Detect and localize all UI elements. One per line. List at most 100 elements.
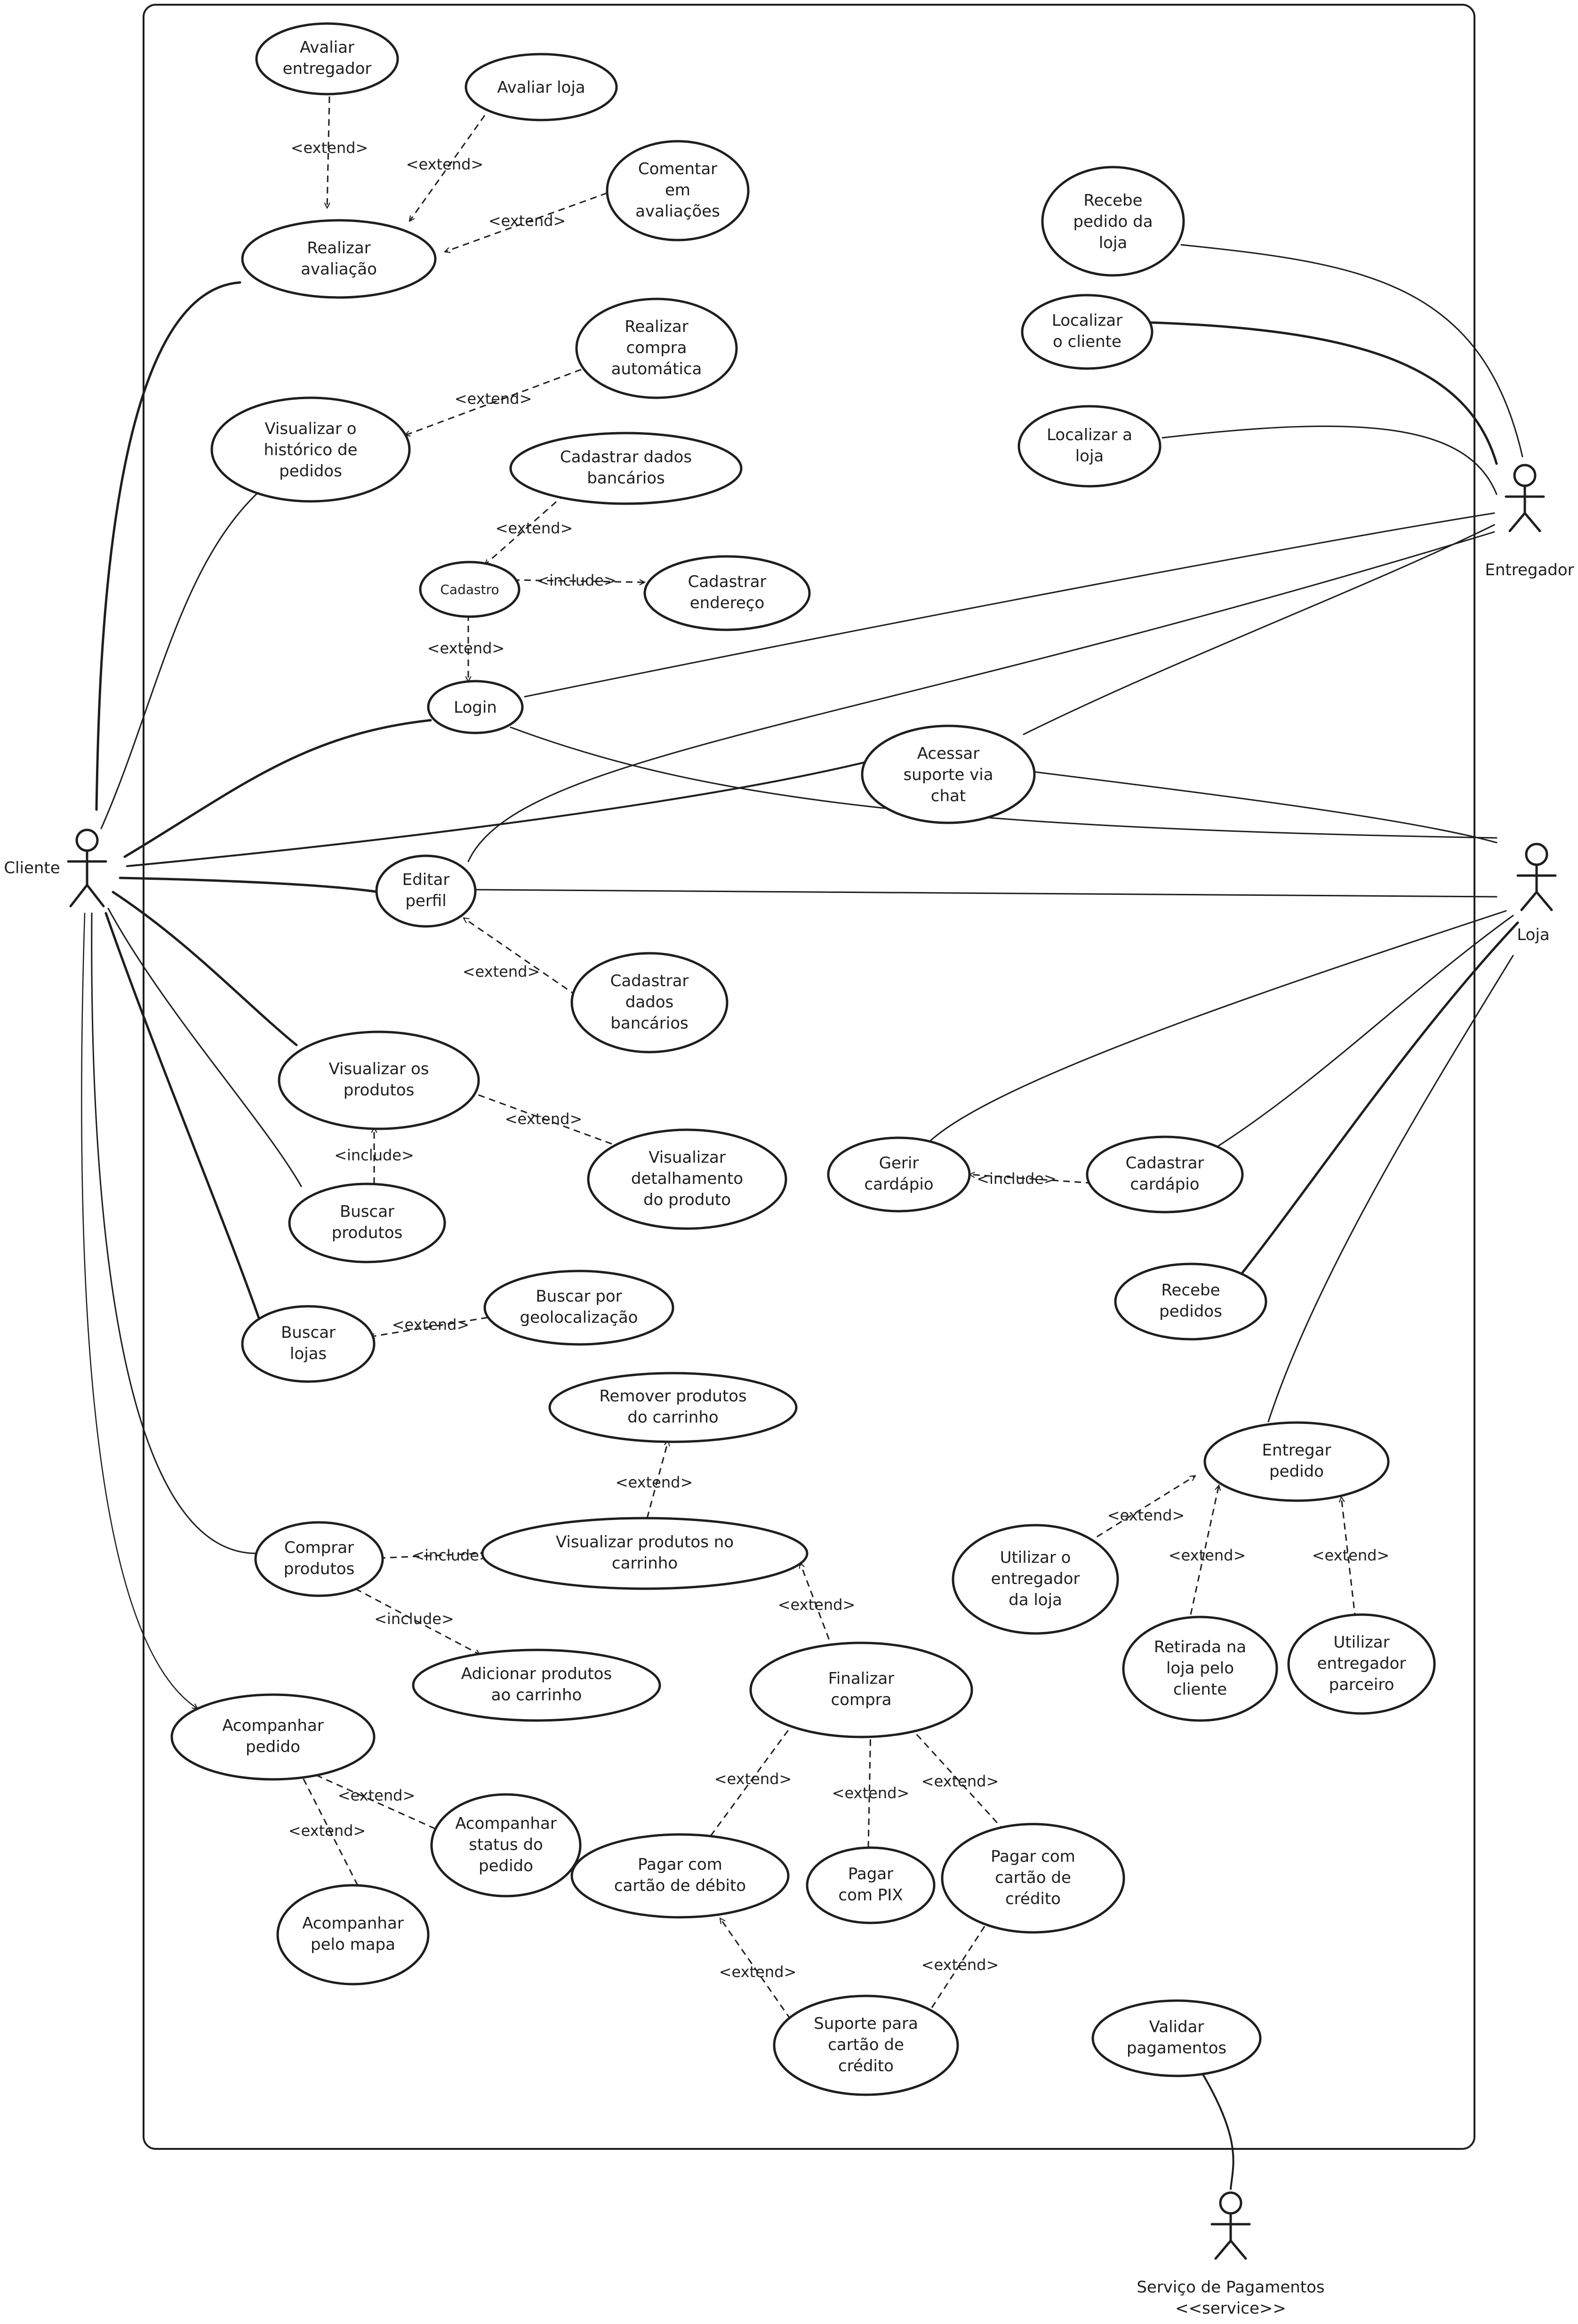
svg-text:chat: chat [931, 787, 966, 805]
svg-text:Acompanhar: Acompanhar [222, 1716, 324, 1735]
uc-utilizar-entregador-loja[interactable]: Utilizar o entregador da loja [952, 1524, 1119, 1635]
uc-recebe-pedidos[interactable]: Recebe pedidos [1114, 1263, 1267, 1341]
svg-text:ao carrinho: ao carrinho [491, 1686, 582, 1705]
uc-realizar-avaliacao[interactable]: Realizar avaliação [241, 219, 437, 299]
svg-text:endereço: endereço [690, 594, 765, 612]
label-extend-retirada: <extend> [1169, 1546, 1246, 1564]
svg-text:Comentar: Comentar [638, 160, 717, 178]
uc-recebe-pedido-loja[interactable]: Recebe pedido da loja [1041, 166, 1185, 277]
uc-remover-produtos[interactable]: Remover produtos do carrinho [548, 1372, 798, 1443]
svg-text:cardápio: cardápio [864, 1175, 933, 1194]
uc-cadastrar-dados-bancarios-mid[interactable]: Cadastrar dados bancários [570, 952, 729, 1053]
label-include-adicionar: <include> [374, 1610, 454, 1628]
actor-stereotype: <<service>> [1175, 2299, 1286, 2318]
actor-label: Serviço de Pagamentos [1137, 2278, 1324, 2297]
uc-acompanhar-mapa[interactable]: Acompanhar pelo mapa [276, 1884, 430, 1986]
use-cases: Avaliar entregador Avaliar loja Comentar… [170, 22, 1436, 2096]
label-extend-remover: <extend> [616, 1473, 693, 1491]
svg-text:com PIX: com PIX [838, 1886, 903, 1905]
uc-validar-pagamentos[interactable]: Validar pagamentos [1091, 1999, 1262, 2077]
uc-visualizar-detalhamento[interactable]: Visualizar detalhamento do produto [587, 1128, 787, 1230]
svg-text:do carrinho: do carrinho [627, 1408, 718, 1427]
assoc-entregador-localizar-cliente [1147, 321, 1498, 465]
svg-text:Visualizar: Visualizar [649, 1148, 726, 1167]
actor-entregador[interactable]: Entregador [1485, 464, 1574, 579]
svg-text:Realizar: Realizar [307, 239, 370, 257]
uc-visualizar-carrinho[interactable]: Visualizar produtos no carrinho [481, 1517, 809, 1590]
uc-finalizar-compra[interactable]: Finalizar compra [749, 1641, 973, 1738]
label-extend-comentar: <extend> [489, 212, 566, 230]
svg-text:da loja: da loja [1009, 1591, 1062, 1609]
svg-text:pedidos: pedidos [279, 462, 342, 481]
uc-comentar-avaliacoes[interactable]: Comentar em avaliações [606, 140, 750, 241]
assoc-cliente-realizar-avaliacao [95, 281, 241, 811]
uc-acompanhar-status[interactable]: Acompanhar status do pedido [430, 1793, 582, 1898]
uc-editar-perfil[interactable]: Editar perfil [375, 854, 477, 928]
uc-visualizar-historico[interactable]: Visualizar o histórico de pedidos [210, 396, 411, 503]
uc-gerir-cardapio[interactable]: Gerir cardápio [827, 1136, 971, 1213]
stick-figure-icon [1210, 2191, 1251, 2260]
assoc-cliente-buscar-lojas [104, 912, 260, 1319]
uc-utilizar-entregador-parceiro[interactable]: Utilizar entregador parceiro [1287, 1613, 1436, 1715]
uc-buscar-lojas[interactable]: Buscar lojas [241, 1305, 376, 1383]
uc-pagar-debito[interactable]: Pagar com cartão de débito [570, 1833, 790, 1919]
uc-avaliar-loja[interactable]: Avaliar loja [465, 53, 618, 121]
assoc-cliente-login [123, 719, 432, 858]
svg-text:Cadastrar dados: Cadastrar dados [560, 448, 692, 466]
dep-compra-automatica [405, 369, 582, 435]
uc-acessar-suporte[interactable]: Acessar suporte via chat [861, 724, 1036, 824]
svg-text:Login: Login [454, 698, 497, 717]
label-extend-dados-bancarios-mid: <extend> [463, 963, 540, 981]
svg-text:Visualizar produtos no: Visualizar produtos no [556, 1533, 734, 1552]
uc-pagar-credito[interactable]: Pagar com cartão de crédito [941, 1823, 1125, 1934]
uc-buscar-geolocalizacao[interactable]: Buscar por geolocalização [483, 1270, 674, 1346]
uc-entregar-pedido[interactable]: Entregar pedido [1203, 1421, 1390, 1502]
uc-localizar-loja[interactable]: Localizar a loja [1017, 405, 1161, 488]
uc-avaliar-entregador[interactable]: Avaliar entregador [255, 22, 399, 96]
uc-realizar-compra-automatica[interactable]: Realizar compra automática [575, 298, 738, 399]
uc-retirada-loja[interactable]: Retirada na loja pelo cliente [1122, 1616, 1278, 1722]
dep-suporte-debito [720, 1918, 792, 2020]
svg-text:parceiro: parceiro [1329, 1675, 1394, 1694]
label-extend-compra-automatica: <extend> [455, 390, 532, 408]
assoc-cliente-acessar-suporte [126, 762, 865, 867]
uc-visualizar-produtos[interactable]: Visualizar os produtos [278, 1030, 480, 1130]
assoc-cliente-editar-perfil [119, 877, 380, 893]
label-extend-parceiro: <extend> [1312, 1546, 1390, 1564]
actor-loja[interactable]: Loja [1516, 843, 1557, 944]
uc-cadastro[interactable]: Cadastro [419, 561, 521, 618]
uc-buscar-produtos[interactable]: Buscar produtos [288, 1182, 446, 1263]
svg-text:Editar: Editar [402, 870, 450, 889]
uc-acompanhar-pedido[interactable]: Acompanhar pedido [170, 1693, 376, 1781]
dep-comentar [445, 192, 608, 252]
assoc-cliente-comprar-produtos [91, 912, 257, 1554]
actor-cliente[interactable]: Cliente [4, 828, 107, 908]
uc-localizar-cliente[interactable]: Localizar o cliente [1021, 294, 1153, 370]
svg-text:Buscar por: Buscar por [536, 1287, 622, 1306]
assoc-loja-acessar-suporte [1034, 771, 1498, 844]
svg-text:cliente: cliente [1173, 1680, 1227, 1699]
uc-suporte-credito[interactable]: Suporte para cartão de crédito [773, 1994, 959, 2096]
svg-text:pelo mapa: pelo mapa [311, 1935, 395, 1954]
dep-finalizar-carrinho [800, 1563, 834, 1650]
label-extend-geolocalizacao: <extend> [392, 1316, 470, 1334]
svg-text:loja: loja [1075, 447, 1104, 466]
uc-login[interactable]: Login [427, 680, 524, 734]
svg-text:produtos: produtos [332, 1223, 403, 1242]
label-extend-debito: <extend> [714, 1770, 792, 1788]
svg-text:Comprar: Comprar [284, 1538, 354, 1557]
actor-servico-pagamentos[interactable]: Serviço de Pagamentos <<service>> [1137, 2191, 1325, 2318]
uc-cadastrar-dados-bancarios-top[interactable]: Cadastrar dados bancários [509, 432, 743, 505]
uc-cadastrar-endereco[interactable]: Cadastrar endereço [643, 555, 811, 631]
svg-text:Validar: Validar [1149, 2018, 1204, 2036]
assoc-cliente-historico [100, 489, 262, 829]
dep-pagar-debito [710, 1721, 795, 1836]
uc-cadastrar-cardapio[interactable]: Cadastrar cardápio [1086, 1135, 1244, 1214]
dep-pagar-credito [908, 1725, 1006, 1832]
label-include-carrinho: <include> [412, 1546, 492, 1564]
uc-comprar-produtos[interactable]: Comprar produtos [254, 1521, 384, 1597]
uc-adicionar-produtos[interactable]: Adicionar produtos ao carrinho [412, 1649, 661, 1722]
stick-figure-icon [1505, 464, 1545, 532]
uc-pagar-pix[interactable]: Pagar com PIX [806, 1846, 936, 1924]
